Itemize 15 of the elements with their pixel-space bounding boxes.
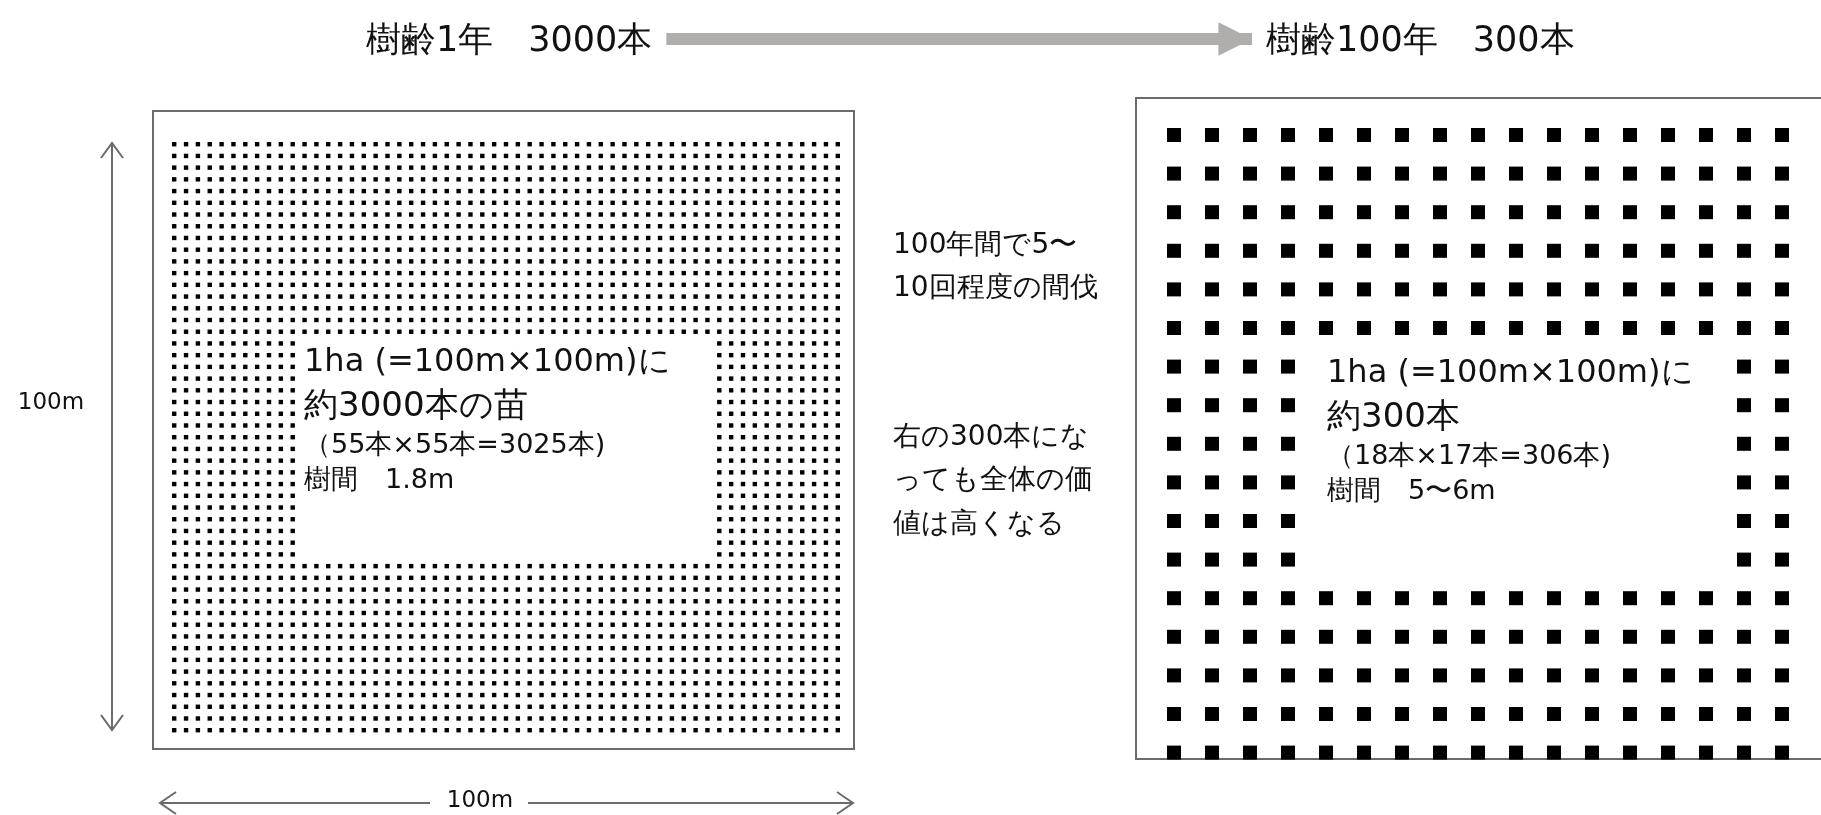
box-text: 1ha (=100m×100m)に — [1327, 351, 1694, 392]
box-text: 1ha (=100m×100m)に — [304, 340, 671, 381]
box-text: （18本×17本=306本) — [1327, 437, 1613, 472]
box-text: （55本×55本=3025本) — [304, 426, 607, 461]
dimension-label: 100m — [445, 786, 515, 814]
box-text: 約300本 — [1327, 393, 1461, 437]
note-text: 100年間で5〜10回程度の間伐 — [893, 226, 1099, 306]
note-text: 右の300本になっても全体の価値は高くなる — [893, 418, 1094, 541]
dimension-label: 100m — [16, 388, 86, 416]
heading-text: 樹齢100年 300本 — [1252, 12, 1589, 66]
box-text: 約3000本の苗 — [304, 382, 529, 426]
arrow — [666, 22, 1252, 56]
box-text: 樹間 1.8m — [304, 461, 456, 496]
box-text: 樹間 5〜6m — [1327, 472, 1497, 507]
heading-text: 樹齢1年 3000本 — [352, 12, 667, 66]
